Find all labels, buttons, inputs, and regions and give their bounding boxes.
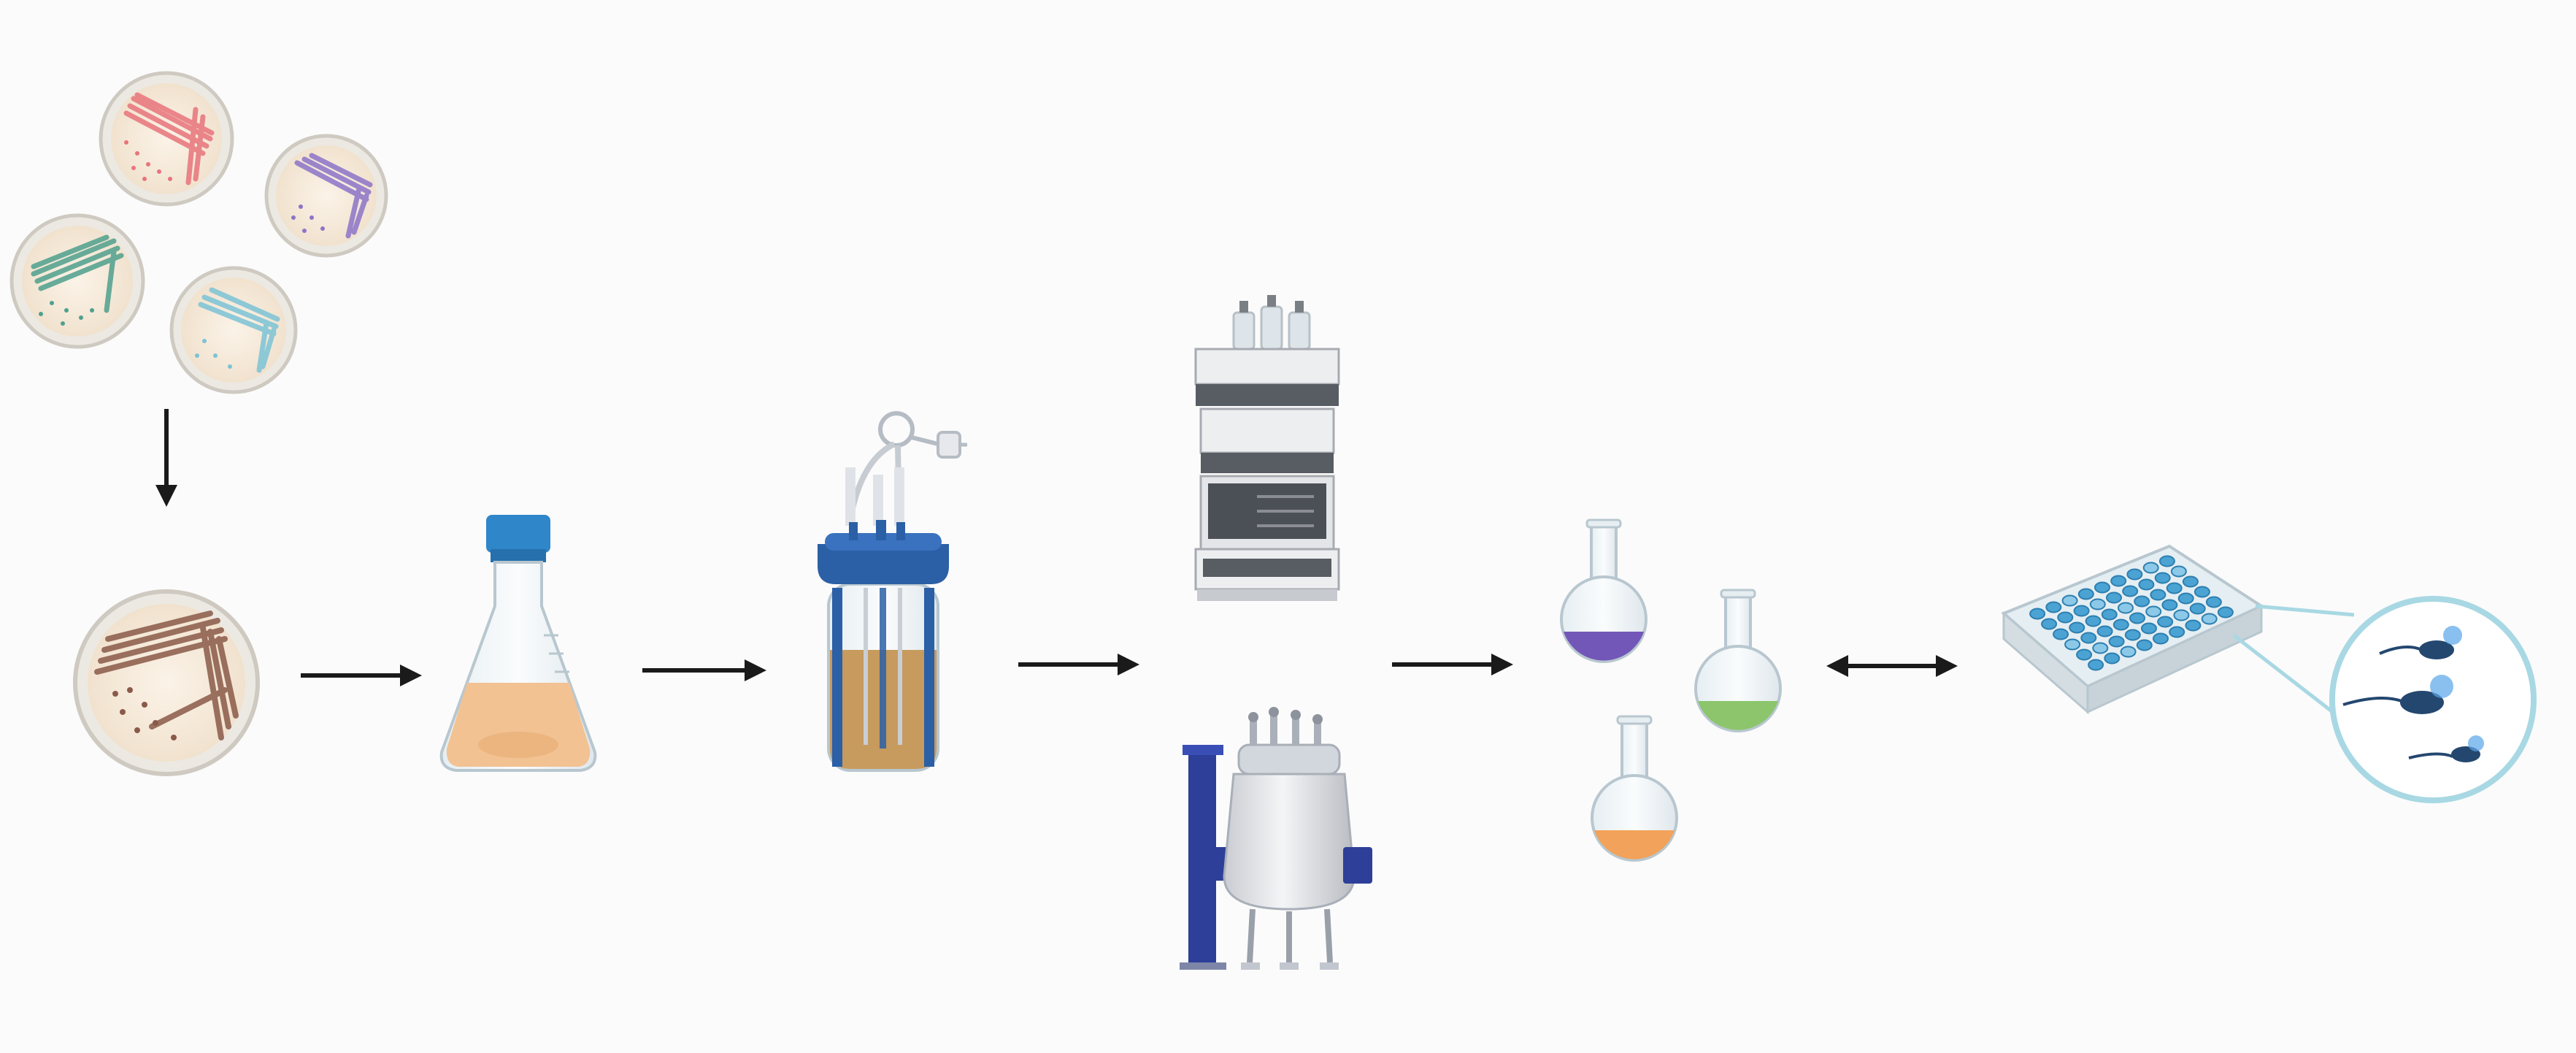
plate-well <box>2106 591 2122 604</box>
plate-well <box>2096 625 2113 637</box>
plate-well <box>2201 613 2218 625</box>
plate-well <box>2153 632 2169 645</box>
round-flask-orange-icon <box>1591 715 1678 862</box>
petri-dish-teal-icon <box>9 213 145 349</box>
organism-3 <box>2408 735 2484 762</box>
plate-well <box>2120 646 2137 658</box>
plate-well <box>2112 619 2129 631</box>
plate-well <box>2150 589 2166 601</box>
plate-well <box>2085 615 2102 627</box>
plate-well <box>2089 598 2106 610</box>
plate-well <box>2080 632 2097 644</box>
plate-well <box>2173 609 2190 621</box>
plate-well <box>2170 565 2187 578</box>
petri-dish-brown-icon <box>73 589 260 776</box>
plate-well <box>2069 621 2085 634</box>
plate-well <box>2076 648 2093 661</box>
plate-well <box>2092 642 2109 654</box>
plate-well <box>2136 639 2153 651</box>
organism-1 <box>2379 626 2462 659</box>
plate-well <box>2154 572 2171 584</box>
round-flask-green-icon <box>1694 589 1782 732</box>
plate-well <box>2145 605 2162 618</box>
plate-well <box>2045 601 2062 613</box>
plate-well <box>2185 619 2202 632</box>
zoom-line-bottom <box>2232 634 2348 724</box>
plate-well <box>2124 629 2141 641</box>
plate-well <box>2138 578 2155 591</box>
plate-well <box>2122 585 2139 597</box>
plate-well <box>2158 555 2175 567</box>
plate-well <box>2088 659 2104 671</box>
bioreactor-icon <box>818 411 967 772</box>
plate-well <box>2189 602 2206 615</box>
plate-well <box>2161 599 2178 611</box>
plate-well <box>2118 602 2134 614</box>
plate-well <box>2029 608 2046 620</box>
petri-dish-cyan-icon <box>169 266 298 394</box>
plate-well <box>2142 562 2159 574</box>
plate-well <box>2129 612 2145 624</box>
plate-well <box>2108 635 2125 648</box>
nmr-spectrometer-icon <box>1180 707 1372 970</box>
plate-well <box>2073 605 2090 617</box>
plate-well <box>2041 618 2058 630</box>
plate-well <box>2064 638 2081 651</box>
hplc-system-icon <box>1194 295 1340 601</box>
plate-well <box>2053 628 2069 640</box>
plate-well <box>2182 575 2199 588</box>
zoebrafish-larvae-zoom-icon <box>2329 596 2537 803</box>
plate-well <box>2104 652 2121 665</box>
plate-well <box>2217 606 2234 619</box>
plate-well <box>2194 586 2210 598</box>
petri-dish-red-icon <box>99 71 234 207</box>
plate-well <box>2177 592 2194 605</box>
plate-well <box>2166 582 2183 594</box>
organism-2 <box>2342 675 2453 714</box>
petri-dish-purple-icon <box>264 134 388 258</box>
plate-well <box>2134 595 2150 608</box>
plate-well <box>2077 588 2094 600</box>
plate-well <box>2126 568 2143 581</box>
round-flask-purple-icon <box>1560 518 1648 663</box>
plate-well <box>2101 608 2118 621</box>
plate-well <box>2057 611 2074 624</box>
plate-well <box>2169 626 2185 638</box>
plate-well <box>2157 616 2174 628</box>
plate-well <box>2094 581 2110 594</box>
erlenmeyer-flask-icon <box>439 515 597 772</box>
well-plate-icon <box>2001 544 2265 715</box>
plate-well <box>2110 575 2127 587</box>
zoom-line-top <box>2255 604 2355 617</box>
plate-well <box>2061 594 2078 607</box>
plate-well <box>2141 622 2157 635</box>
plate-well <box>2205 596 2222 608</box>
